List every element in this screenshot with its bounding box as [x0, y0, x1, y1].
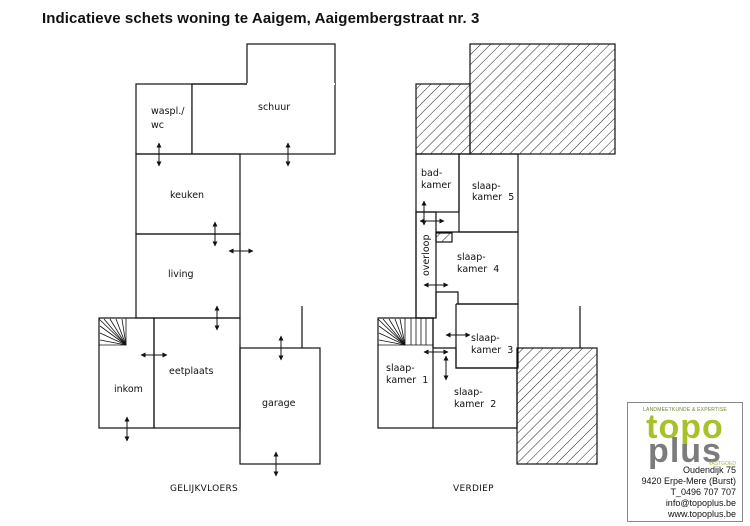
label-slaapkamer5-1: slaap-: [472, 181, 501, 192]
logo-word-topo: topo: [646, 408, 724, 446]
room-slaapkamer-3: [455, 303, 519, 369]
room-inkom: [98, 317, 155, 429]
page-title: Indicatieve schets woning te Aaigem, Aai…: [42, 10, 480, 27]
upper-room-labels: bad- kamer slaap- kamer 5 overloop slaap…: [386, 168, 514, 494]
label-slaapkamer2-2: kamer 2: [454, 399, 496, 410]
upper-shaft-hatched: [435, 232, 453, 243]
contact-phone: T_0496 707 707: [670, 487, 736, 497]
upper-floor-plan: [377, 43, 616, 465]
room-slaapkamer-2: [433, 347, 518, 429]
label-wc: wc: [151, 120, 164, 131]
label-badkamer-2: kamer: [421, 180, 451, 191]
label-slaapkamer1-2: kamer 1: [386, 375, 428, 386]
company-logo-box: LANDMEETKUNDE & EXPERTISE topo plus VAST…: [627, 402, 743, 522]
schuur-upper-wall: [246, 43, 336, 85]
label-slaapkamer4-2: kamer 4: [457, 264, 499, 275]
label-verdiep: VERDIEP: [453, 484, 494, 494]
ground-room-labels: waspl./ wc schuur keuken living eetplaat…: [114, 102, 296, 494]
label-slaapkamer3-1: slaap-: [471, 333, 500, 344]
label-keuken: keuken: [170, 190, 204, 201]
label-overloop: overloop: [421, 235, 432, 276]
ground-stair: [98, 318, 127, 346]
label-slaapkamer5-2: kamer 5: [472, 192, 514, 203]
upper-door-arrows: [419, 200, 471, 381]
label-inkom: inkom: [114, 384, 143, 395]
label-badkamer-1: bad-: [421, 168, 442, 179]
label-slaapkamer1-1: slaap-: [386, 363, 415, 374]
contact-street: Oudendijk 75: [682, 465, 736, 475]
contact-city: 9420 Erpe-Mere (Burst): [641, 476, 736, 486]
label-slaapkamer4-1: slaap-: [457, 252, 486, 263]
label-eetplaats: eetplaats: [169, 366, 213, 377]
label-schuur: schuur: [258, 102, 290, 113]
contact-email[interactable]: info@topoplus.be: [665, 498, 736, 508]
room-waspl-wc: [135, 83, 193, 155]
label-slaapkamer2-1: slaap-: [454, 387, 483, 398]
logo-tagline: LANDMEETKUNDE & EXPERTISE: [643, 407, 727, 413]
upper-roof-hatched-wc: [415, 83, 471, 155]
label-waspl: waspl./: [151, 106, 185, 117]
logo-word-plus: plus: [648, 432, 722, 470]
ground-floor-plan: [98, 43, 336, 465]
label-gelijkvloers: GELIJKVLOERS: [170, 484, 238, 494]
contact-website[interactable]: www.topoplus.be: [667, 509, 736, 519]
upper-stair: [377, 317, 434, 346]
label-garage: garage: [262, 398, 296, 409]
logo-subword: VASTGOED: [708, 461, 736, 467]
room-schuur: [191, 83, 336, 155]
upper-roof-hatched-schuur: [469, 43, 616, 155]
label-living: living: [168, 269, 194, 280]
upper-roof-hatched-garage: [516, 347, 598, 465]
ground-door-arrows: [124, 142, 291, 477]
label-slaapkamer3-2: kamer 3: [471, 345, 513, 356]
